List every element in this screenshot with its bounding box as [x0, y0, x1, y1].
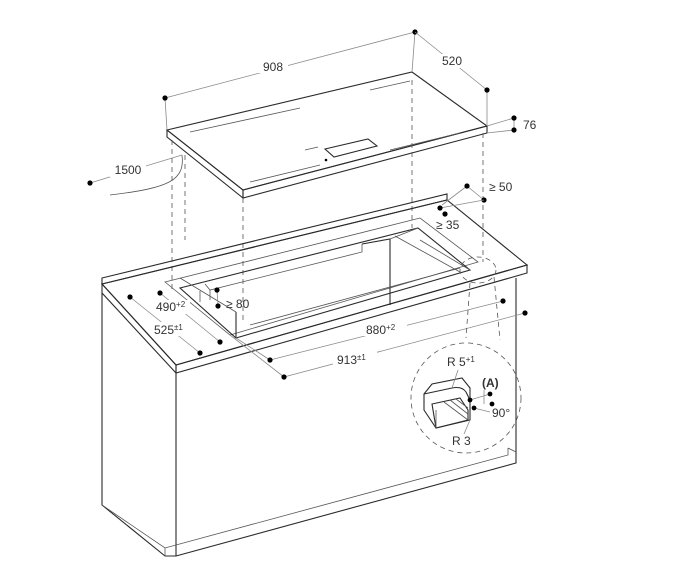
dimension-side-clearance: ≥ 35 — [436, 199, 485, 232]
label-913: 913 — [337, 353, 357, 367]
label-angle-90: 90° — [492, 406, 510, 420]
label-913-tolerance: ±1 — [357, 353, 366, 362]
label-side-clearance: ≥ 35 — [436, 218, 460, 232]
control-panel-icon — [323, 138, 379, 158]
label-rear-clearance: ≥ 50 — [489, 180, 513, 194]
label-marker-a: (A) — [482, 376, 499, 390]
dimension-front-clearance: ≥ 80 — [214, 287, 250, 311]
label-76: 76 — [523, 118, 537, 132]
label-908: 908 — [263, 60, 283, 74]
dimension-cutout-depth-490: 490+2 — [156, 290, 223, 345]
detail-magnifier: R 5+1 (A) 90° R 3 — [410, 342, 522, 454]
label-r5-tolerance: +1 — [466, 355, 476, 364]
label-880-tolerance: +2 — [386, 323, 396, 332]
svg-text:880+2: 880+2 — [366, 323, 396, 337]
cooktop — [165, 71, 489, 200]
power-cable — [109, 154, 183, 196]
label-r5: R 5 — [447, 355, 466, 369]
label-880: 880 — [366, 323, 386, 337]
label-525-tolerance: ±1 — [174, 323, 183, 332]
label-front-clearance: ≥ 80 — [226, 297, 250, 311]
svg-text:525±1: 525±1 — [154, 323, 183, 337]
svg-text:490+2: 490+2 — [156, 300, 186, 314]
dimension-thickness-76: 76 — [486, 115, 537, 134]
dimension-depth-520: 520 — [414, 31, 490, 126]
label-490-tolerance: +2 — [176, 300, 186, 309]
label-520: 520 — [442, 54, 462, 68]
label-490: 490 — [156, 300, 176, 314]
worktop — [100, 193, 529, 375]
dimension-rebate-depth-525: 525±1 — [127, 294, 203, 356]
dimension-rebate-width-913: 913±1 — [229, 310, 528, 380]
detail-reference — [459, 256, 501, 341]
dimension-cable-1500: 1500 — [87, 154, 183, 186]
svg-text:913±1: 913±1 — [337, 353, 366, 367]
dimension-width-908: 908 — [162, 29, 418, 131]
label-525: 525 — [154, 323, 174, 337]
label-r3: R 3 — [452, 434, 471, 448]
projection-lines — [171, 80, 484, 320]
svg-text:R 5+1: R 5+1 — [447, 355, 475, 369]
dimension-cutout-width-880: 880+2 — [235, 298, 506, 363]
label-1500: 1500 — [115, 163, 142, 177]
dimension-rear-clearance: ≥ 50 — [441, 180, 513, 206]
cabinet-body — [101, 278, 517, 557]
